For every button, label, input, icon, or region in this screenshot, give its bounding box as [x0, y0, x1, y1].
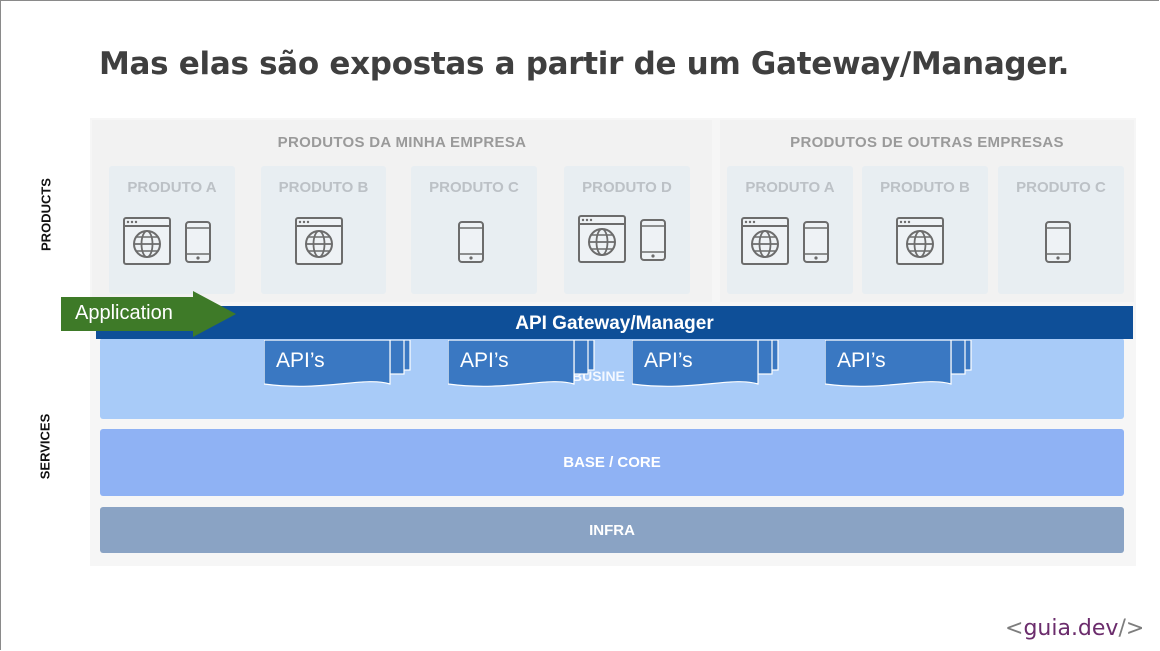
product-card-other-b: PRODUTO B [862, 166, 988, 294]
product-card-my-a: PRODUTO A [109, 166, 235, 294]
api-gateway-bar: API Gateway/Manager [96, 306, 1133, 339]
product-card-my-b: PRODUTO B [261, 166, 386, 294]
web-browser-icon [578, 215, 626, 263]
web-browser-icon [123, 217, 171, 265]
product-title: PRODUTO C [429, 179, 519, 196]
products-side-label: PRODUCTS [38, 178, 54, 251]
api-label: API’s [644, 349, 693, 372]
product-title: PRODUTO A [745, 179, 835, 196]
mobile-phone-icon [458, 221, 484, 263]
api-label: API’s [276, 349, 325, 372]
product-title: PRODUTO D [582, 179, 672, 196]
mobile-phone-icon [185, 221, 211, 263]
api-label: API’s [460, 349, 509, 372]
api-doc-stack: API’s [631, 339, 782, 394]
api-document-icon [263, 339, 411, 387]
product-title: PRODUTO B [880, 179, 970, 196]
product-title: PRODUTO C [1016, 179, 1106, 196]
mobile-phone-icon [640, 219, 666, 261]
application-arrow-icon [61, 291, 236, 337]
api-doc-stack: API’s [263, 339, 414, 394]
api-doc-stack: API’s [824, 339, 975, 394]
api-document-icon [824, 339, 972, 387]
product-card-my-d: PRODUTO D [564, 166, 690, 294]
web-browser-icon [741, 217, 789, 265]
infra-layer: INFRA [100, 507, 1124, 553]
group-title: PRODUTOS DA MINHA EMPRESA [277, 134, 527, 151]
api-label: API’s [837, 349, 886, 372]
api-document-icon [447, 339, 595, 387]
product-card-other-c: PRODUTO C [998, 166, 1124, 294]
api-doc-stack: API’s [447, 339, 598, 394]
application-label: Application [75, 302, 173, 324]
base-core-layer: BASE / CORE [100, 429, 1124, 496]
api-document-icon [631, 339, 779, 387]
product-card-other-a: PRODUTO A [727, 166, 853, 294]
web-browser-icon [896, 217, 944, 265]
product-card-my-c: PRODUTO C [411, 166, 537, 294]
web-browser-icon [295, 217, 343, 265]
product-title: PRODUTO B [278, 179, 369, 196]
product-title: PRODUTO A [127, 179, 217, 196]
slide-title: Mas elas são expostas a partir de um Gat… [99, 46, 1070, 82]
mobile-phone-icon [1045, 221, 1071, 263]
guia-dev-logo: <guia.dev/> [1005, 616, 1145, 641]
services-side-label: SERVICES [37, 413, 53, 480]
mobile-phone-icon [803, 221, 829, 263]
group-title: PRODUTOS DE OUTRAS EMPRESAS [790, 134, 1064, 151]
